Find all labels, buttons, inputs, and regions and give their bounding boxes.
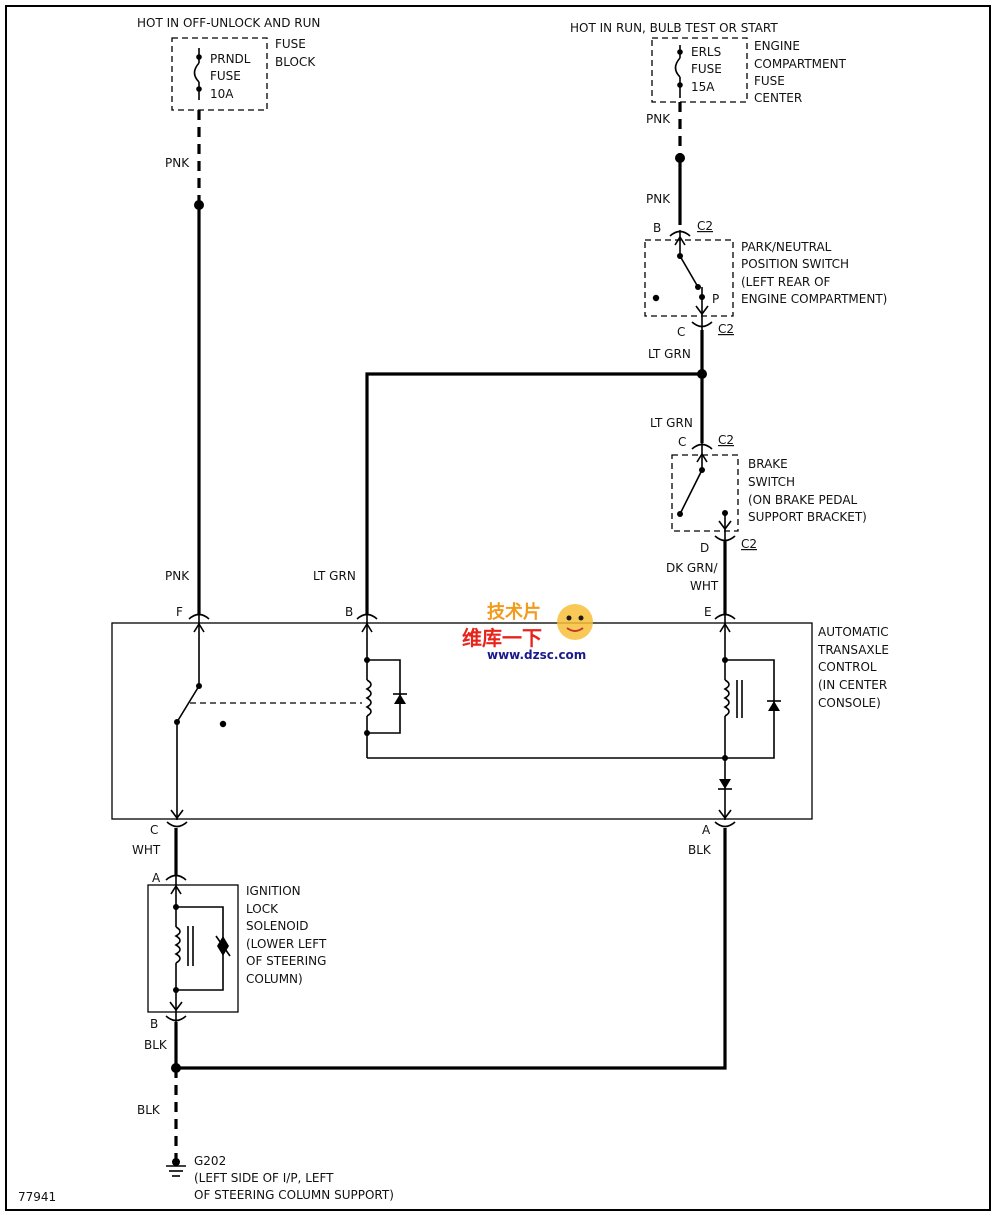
fuse-block-label-line-1: FUSE [275,37,306,51]
engine-fuse-center-line-4: CENTER [754,91,802,105]
watermark-cn-text: 维库一下 [462,626,542,650]
ils-desc-line-2: LOCK [246,902,279,916]
ground-icon [166,1158,186,1177]
atc-coil-1-icon [361,615,407,758]
pn-switch-contact-p: P [712,292,719,306]
wire-ltgrn-left [365,372,702,615]
ils-pin-b-connector-icon [165,1015,187,1022]
atc-desc-line-2: TRANSAXLE [817,643,889,657]
diagram-frame [5,5,991,1211]
pn-switch-desc-line-3: (LEFT REAR OF [741,275,831,289]
ils-desc-line-4: (LOWER LEFT [246,937,327,951]
brake-switch-pin-bottom: D [700,541,709,555]
brake-switch-icon [677,443,732,540]
ils-pin-a: A [152,871,161,885]
atc-pin-e: E [704,605,712,619]
pn-switch-bottom-connector-icon [691,321,713,328]
wire-label-dkgrn-line-1: DK GRN/ [666,561,719,575]
erls-fuse-line-3: 15A [691,80,715,94]
watermark: 技术片 维库一下 www.dzsc.com [462,601,593,662]
atc-coil-2-icon [718,615,781,820]
fuse-block-box [171,37,268,111]
watermark-mascot-icon [557,604,593,640]
diagram-number: 77941 [18,1190,56,1204]
atc-desc-line-1: AUTOMATIC [818,625,889,639]
engine-fuse-box [651,37,748,103]
wire-label-pnk-right-lower: PNK [646,192,671,206]
atc-pin-c: C [150,823,158,837]
ground-id: G202 [194,1154,226,1168]
wire-label-blk-atc: BLK [688,843,712,857]
ils-pin-b: B [150,1017,158,1031]
engine-fuse-center-line-1: ENGINE [754,39,800,53]
wire-label-pnk-left-upper: PNK [165,156,190,170]
atc-pin-b-connector-icon [356,613,378,620]
brake-switch-desc-line-1: BRAKE [748,457,788,471]
ils-coil-icon [169,875,231,1022]
wire-label-blk-ils: BLK [144,1038,168,1052]
brake-switch-conn-top: C2 [718,433,734,447]
prndl-fuse-line-1: PRNDL [210,52,251,66]
pn-switch-pin-bottom: C [677,325,685,339]
ils-desc-line-5: OF STEERING [246,954,326,968]
erls-fuse-line-2: FUSE [691,62,722,76]
wire-label-pnk-right-upper: PNK [646,112,671,126]
engine-fuse-center-line-2: COMPARTMENT [754,57,847,71]
engine-fuse-center-line-3: FUSE [754,74,785,88]
wire-blk-atc [176,828,727,1070]
ground-desc-line-2: OF STEERING COLUMN SUPPORT) [194,1188,394,1202]
pn-switch-conn-bottom: C2 [718,322,734,336]
pn-switch-box [644,239,734,317]
pn-switch-icon [652,230,709,330]
wire-label-pnk-left-lower: PNK [165,569,190,583]
prndl-fuse-line-3: 10A [210,87,234,101]
wire-label-wht: WHT [132,843,161,857]
wire-label-ltgrn-brake: LT GRN [650,416,693,430]
atc-box [111,622,813,820]
pn-switch-desc-line-1: PARK/NEUTRAL [741,240,832,254]
atc-pin-c-connector-icon [166,821,188,828]
wire-label-ltgrn-left: LT GRN [313,569,356,583]
watermark-url: www.dzsc.com [487,648,586,662]
brake-switch-box [671,454,739,532]
atc-relay-switch-icon [170,615,362,820]
atc-pin-f-connector-icon [188,613,210,620]
brake-switch-conn-bottom: C2 [741,537,757,551]
engine-fuse-hot-label: HOT IN RUN, BULB TEST OR START [570,21,778,35]
erls-fuse-line-1: ERLS [691,45,721,59]
brake-switch-pin-top: C [678,435,686,449]
atc-pin-a-connector-icon [714,821,736,828]
brake-switch-desc-line-3: (ON BRAKE PEDAL [748,493,858,507]
wire-label-blk-ground: BLK [137,1103,161,1117]
pn-switch-conn-top: C2 [697,219,713,233]
atc-pin-a: A [702,823,711,837]
ils-desc-line-6: COLUMN) [246,972,303,986]
wire-label-dkgrn-line-2: WHT [690,579,719,593]
prndl-fuse-line-2: FUSE [210,69,241,83]
atc-desc-line-5: CONSOLE) [818,696,881,710]
atc-desc-line-4: (IN CENTER [818,678,887,692]
pn-switch-desc-line-2: POSITION SWITCH [741,257,849,271]
atc-pin-e-connector-icon [714,613,736,620]
brake-switch-desc-line-2: SWITCH [748,475,795,489]
wire-label-ltgrn-mid: LT GRN [648,347,691,361]
atc-pin-b: B [345,605,353,619]
brake-switch-desc-line-4: SUPPORT BRACKET) [748,510,867,524]
atc-desc-line-3: CONTROL [818,660,877,674]
ils-box [147,884,239,1013]
watermark-top-text: 技术片 [487,601,541,623]
pn-switch-desc-line-4: ENGINE COMPARTMENT) [741,292,887,306]
pn-switch-pin-top: B [653,221,661,235]
ils-desc-line-1: IGNITION [246,884,301,898]
erls-fuse-icon [674,45,683,98]
ground-desc-line-1: (LEFT SIDE OF I/P, LEFT [194,1171,334,1185]
fuse-block-hot-label: HOT IN OFF-UNLOCK AND RUN [137,16,320,30]
fuse-block-label-line-2: BLOCK [275,55,316,69]
atc-pin-f: F [176,605,183,619]
prndl-fuse-icon [193,48,202,100]
ils-desc-line-3: SOLENOID [246,919,309,933]
